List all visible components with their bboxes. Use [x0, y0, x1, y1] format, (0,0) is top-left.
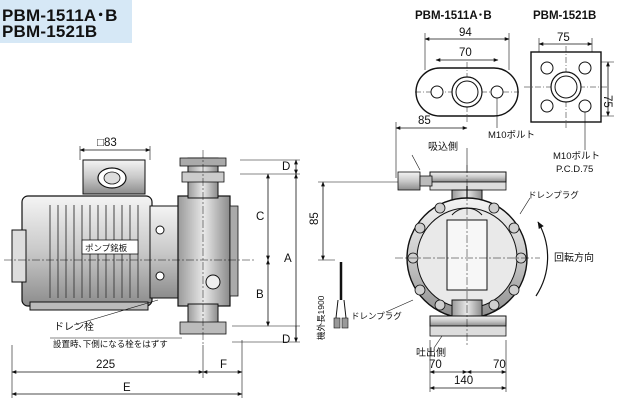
model-title-2: PBM-1521B: [2, 22, 98, 41]
flange-right: PBM-1521B 75 75 M10ボルト P.C.D.75: [524, 10, 614, 175]
side-view: □83 ポンプ銘板: [4, 137, 300, 398]
model-title-1: PBM-1511A･B: [2, 6, 118, 25]
title-box: PBM-1511A･B PBM-1521B: [0, 0, 132, 43]
front-view: 85 85 吸込側 吐出側: [309, 115, 594, 392]
dim-C: C: [256, 211, 264, 223]
dim-E: E: [123, 382, 131, 394]
dim-70-right: 70: [493, 359, 506, 371]
dim-75-width: 75: [557, 32, 570, 44]
discharge-label: 吐出側: [416, 346, 446, 359]
dim-70-flange: 70: [459, 47, 472, 59]
dim-75-height: 75: [601, 95, 613, 108]
bolt-label-left: M10ボルト: [488, 130, 535, 141]
dim-motor-square: □83: [97, 137, 117, 149]
cable-length-label: 機外長1900: [316, 295, 326, 340]
bolt-label-right: M10ボルト: [553, 151, 600, 162]
suction-label: 吸込側: [428, 140, 458, 153]
dim-70-left: 70: [429, 359, 442, 371]
drain-plug-left-label: ドレンプラグ: [351, 311, 402, 321]
dim-D-bottom: D: [282, 334, 290, 346]
dim-140: 140: [454, 375, 473, 387]
dim-D-top: D: [282, 161, 290, 173]
dim-A: A: [284, 253, 292, 265]
drain-note: 設置時､下側になる栓をはずす: [53, 339, 168, 349]
dim-85-side: 85: [309, 212, 321, 225]
flange-left-heading: PBM-1511A･B: [415, 10, 492, 22]
rotation-label: 回転方向: [554, 251, 594, 264]
flange-right-heading: PBM-1521B: [533, 10, 596, 22]
flange-left: PBM-1511A･B 94 70 M10ボルト: [415, 10, 535, 141]
dim-85-top: 85: [418, 115, 431, 127]
pcd-label: P.C.D.75: [556, 164, 593, 175]
dim-B: B: [256, 289, 264, 301]
dim-F: F: [220, 359, 227, 371]
dim-94: 94: [459, 27, 472, 39]
drain-plug-label: ドレン栓: [54, 320, 94, 333]
drain-plug-right-label: ドレンプラグ: [528, 190, 579, 200]
nameplate-label: ポンプ銘板: [85, 243, 128, 253]
dim-225: 225: [96, 359, 115, 371]
